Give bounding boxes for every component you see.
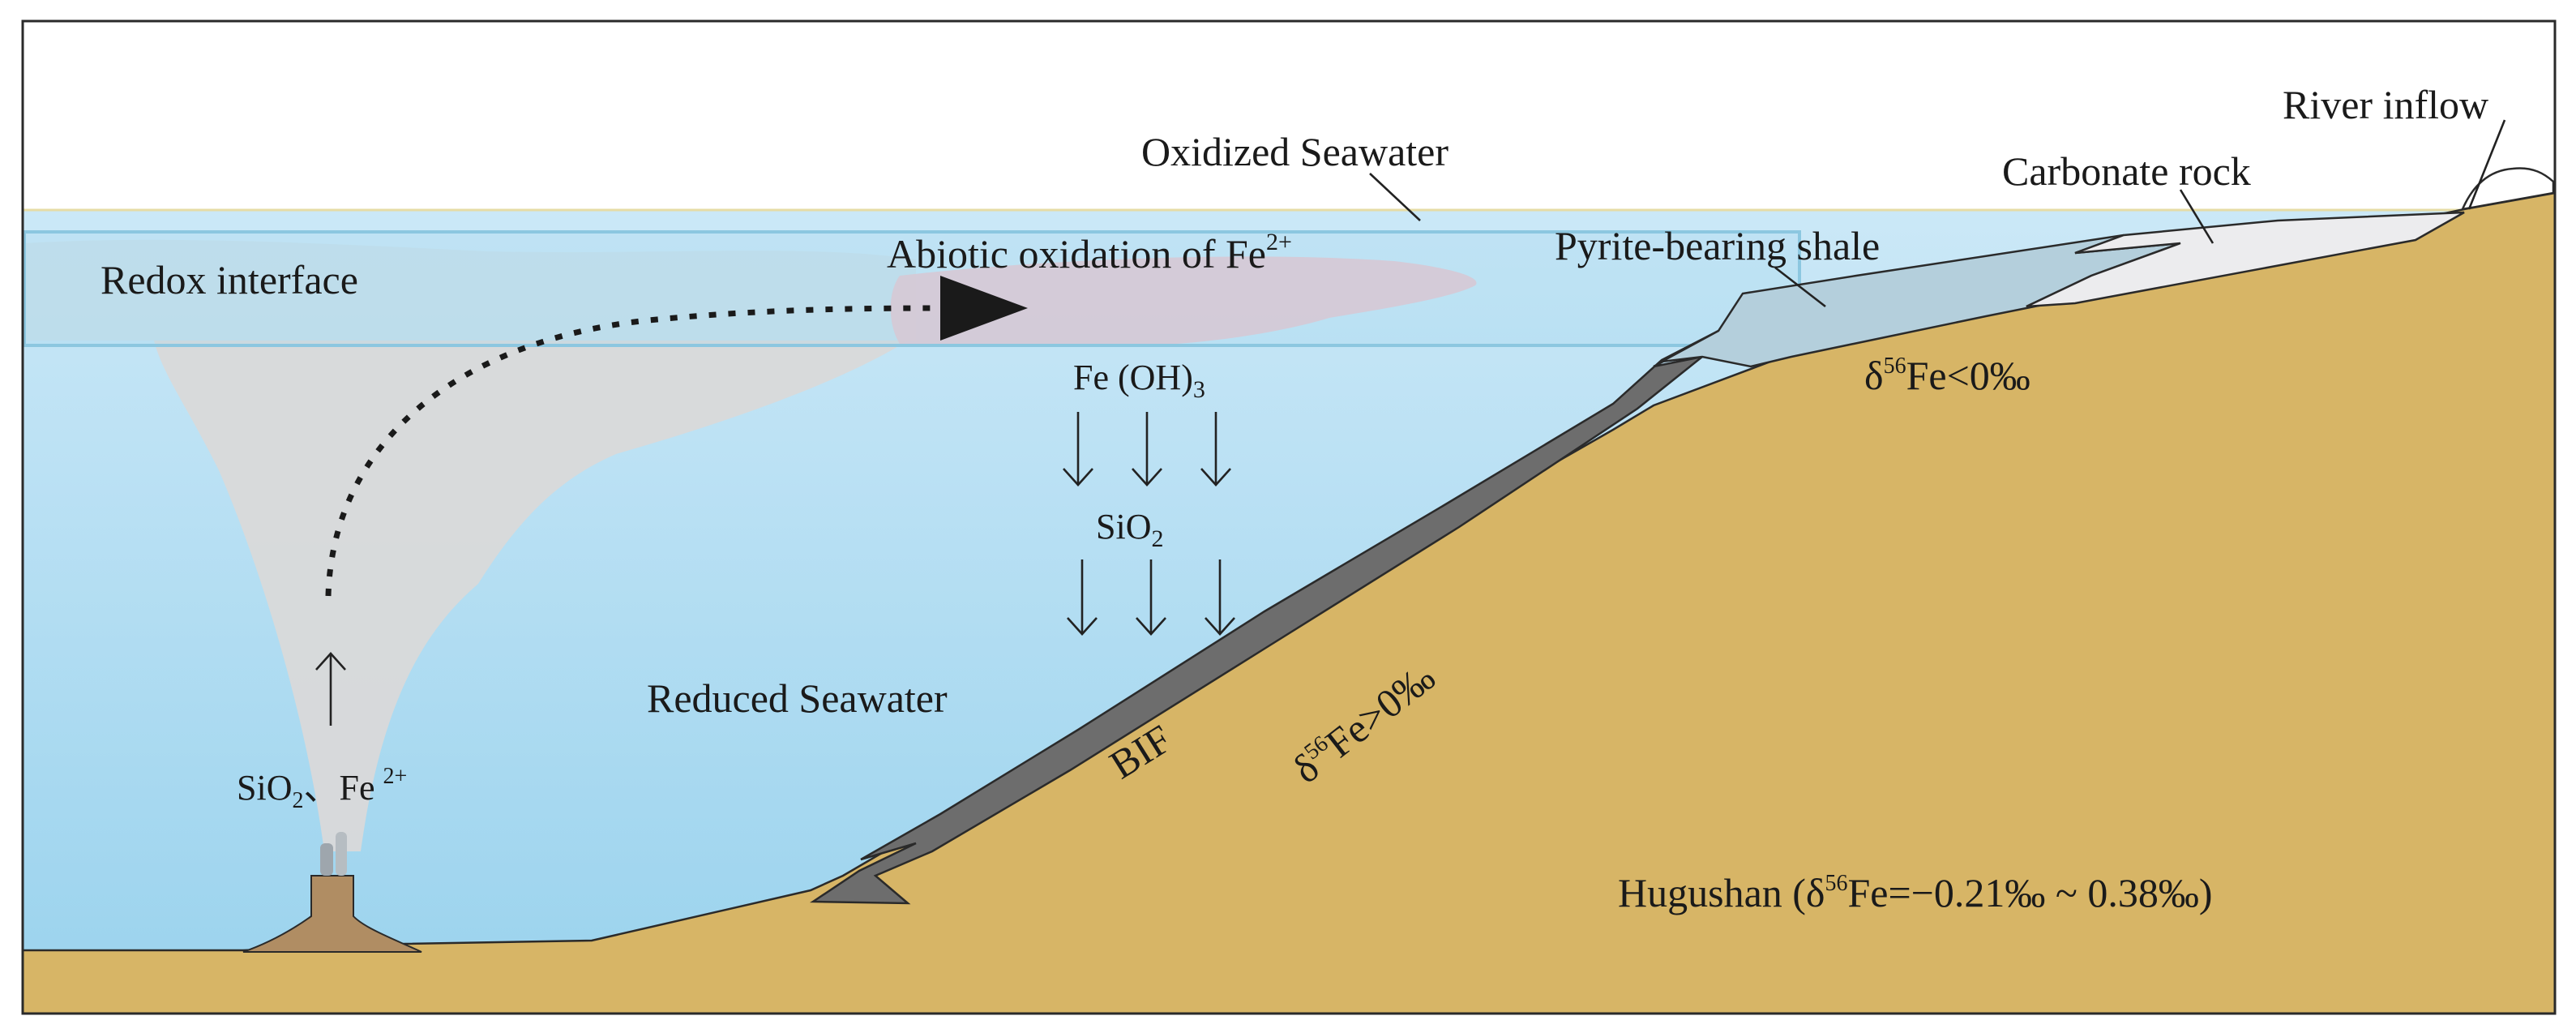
redox-interface-band — [23, 230, 1801, 347]
carbonate-rock-leader — [2179, 189, 2214, 244]
feoh3-label: Fe (OH)3 — [1073, 358, 1205, 403]
feoh3-sub: 3 — [1193, 376, 1205, 403]
down-arrow-icon — [1132, 412, 1162, 486]
delta-neg-text: Fe<0‰ — [1906, 353, 2030, 398]
upward-arrow-icon — [315, 652, 346, 726]
fe-charge-sup: 2+ — [1266, 229, 1292, 255]
delta-mass-sup: 56 — [1825, 871, 1847, 896]
sio2-settling-arrows — [1067, 559, 1235, 636]
down-arrow-icon — [1063, 412, 1093, 486]
river-inflow-label: River inflow — [2283, 82, 2488, 127]
vent-fluid-label: SiO2、Fe 2+ — [237, 764, 407, 813]
redox-interface-label: Redox interface — [101, 257, 358, 302]
dotted-curved-arrow-head-icon — [940, 276, 1028, 341]
river-inflow-leader — [2467, 119, 2506, 210]
down-arrow-icon — [1067, 559, 1098, 636]
hugushan-prefix: Hugushan ( — [1618, 870, 1806, 915]
vent-smoke-icon-2 — [336, 832, 347, 876]
vent-sio2-sub: 2 — [292, 788, 303, 813]
oxidation-zone — [890, 256, 1477, 345]
reduced-seawater-label: Reduced Seawater — [647, 675, 948, 721]
down-arrow-icon — [1205, 559, 1235, 636]
hydrothermal-plume — [154, 341, 908, 851]
sio2-sub: 2 — [1151, 525, 1163, 552]
abiotic-oxidation-text: Abiotic oxidation of Fe — [887, 231, 1266, 276]
vent-fe-sup: 2+ — [383, 764, 407, 789]
delta-symbol: δ — [1806, 870, 1825, 915]
down-arrow-icon — [1200, 412, 1231, 486]
sio2-label: SiO2 — [1096, 507, 1163, 552]
vent-sio2-text: SiO — [237, 768, 292, 808]
carbonate-rock — [2026, 211, 2465, 308]
delta-mass-sup: 56 — [1884, 354, 1906, 379]
oxidized-seawater-leader — [1369, 173, 1421, 221]
pyrite-shale-leader — [1774, 266, 1826, 308]
abiotic-oxidation-label: Abiotic oxidation of Fe2+ — [887, 229, 1292, 276]
down-arrow-icon — [1136, 559, 1166, 636]
delta-symbol: δ — [1864, 353, 1884, 398]
river-inflow-hill — [2460, 167, 2555, 211]
delta-fe-negative-label: δ56Fe<0‰ — [1864, 353, 2030, 398]
vent-sep-text: 、Fe — [303, 768, 374, 808]
vent-icon — [242, 875, 422, 953]
carbonate-rock-label: Carbonate rock — [2002, 148, 2251, 194]
plume-path-dotted — [325, 305, 941, 597]
sio2-text: SiO — [1096, 507, 1151, 547]
hugushan-range: Fe=−0.21‰ ~ 0.38‰) — [1847, 870, 2212, 915]
pyrite-shale-label: Pyrite-bearing shale — [1555, 223, 1880, 268]
diagram-frame — [21, 19, 2557, 1015]
feoh3-settling-arrows — [1063, 412, 1231, 486]
oxidized-seawater-label: Oxidized Seawater — [1141, 129, 1448, 174]
hugushan-label: Hugushan (δ56Fe=−0.21‰ ~ 0.38‰) — [1618, 870, 2213, 915]
vent-smoke-icon — [320, 843, 333, 876]
feoh3-text: Fe (OH) — [1073, 358, 1193, 397]
